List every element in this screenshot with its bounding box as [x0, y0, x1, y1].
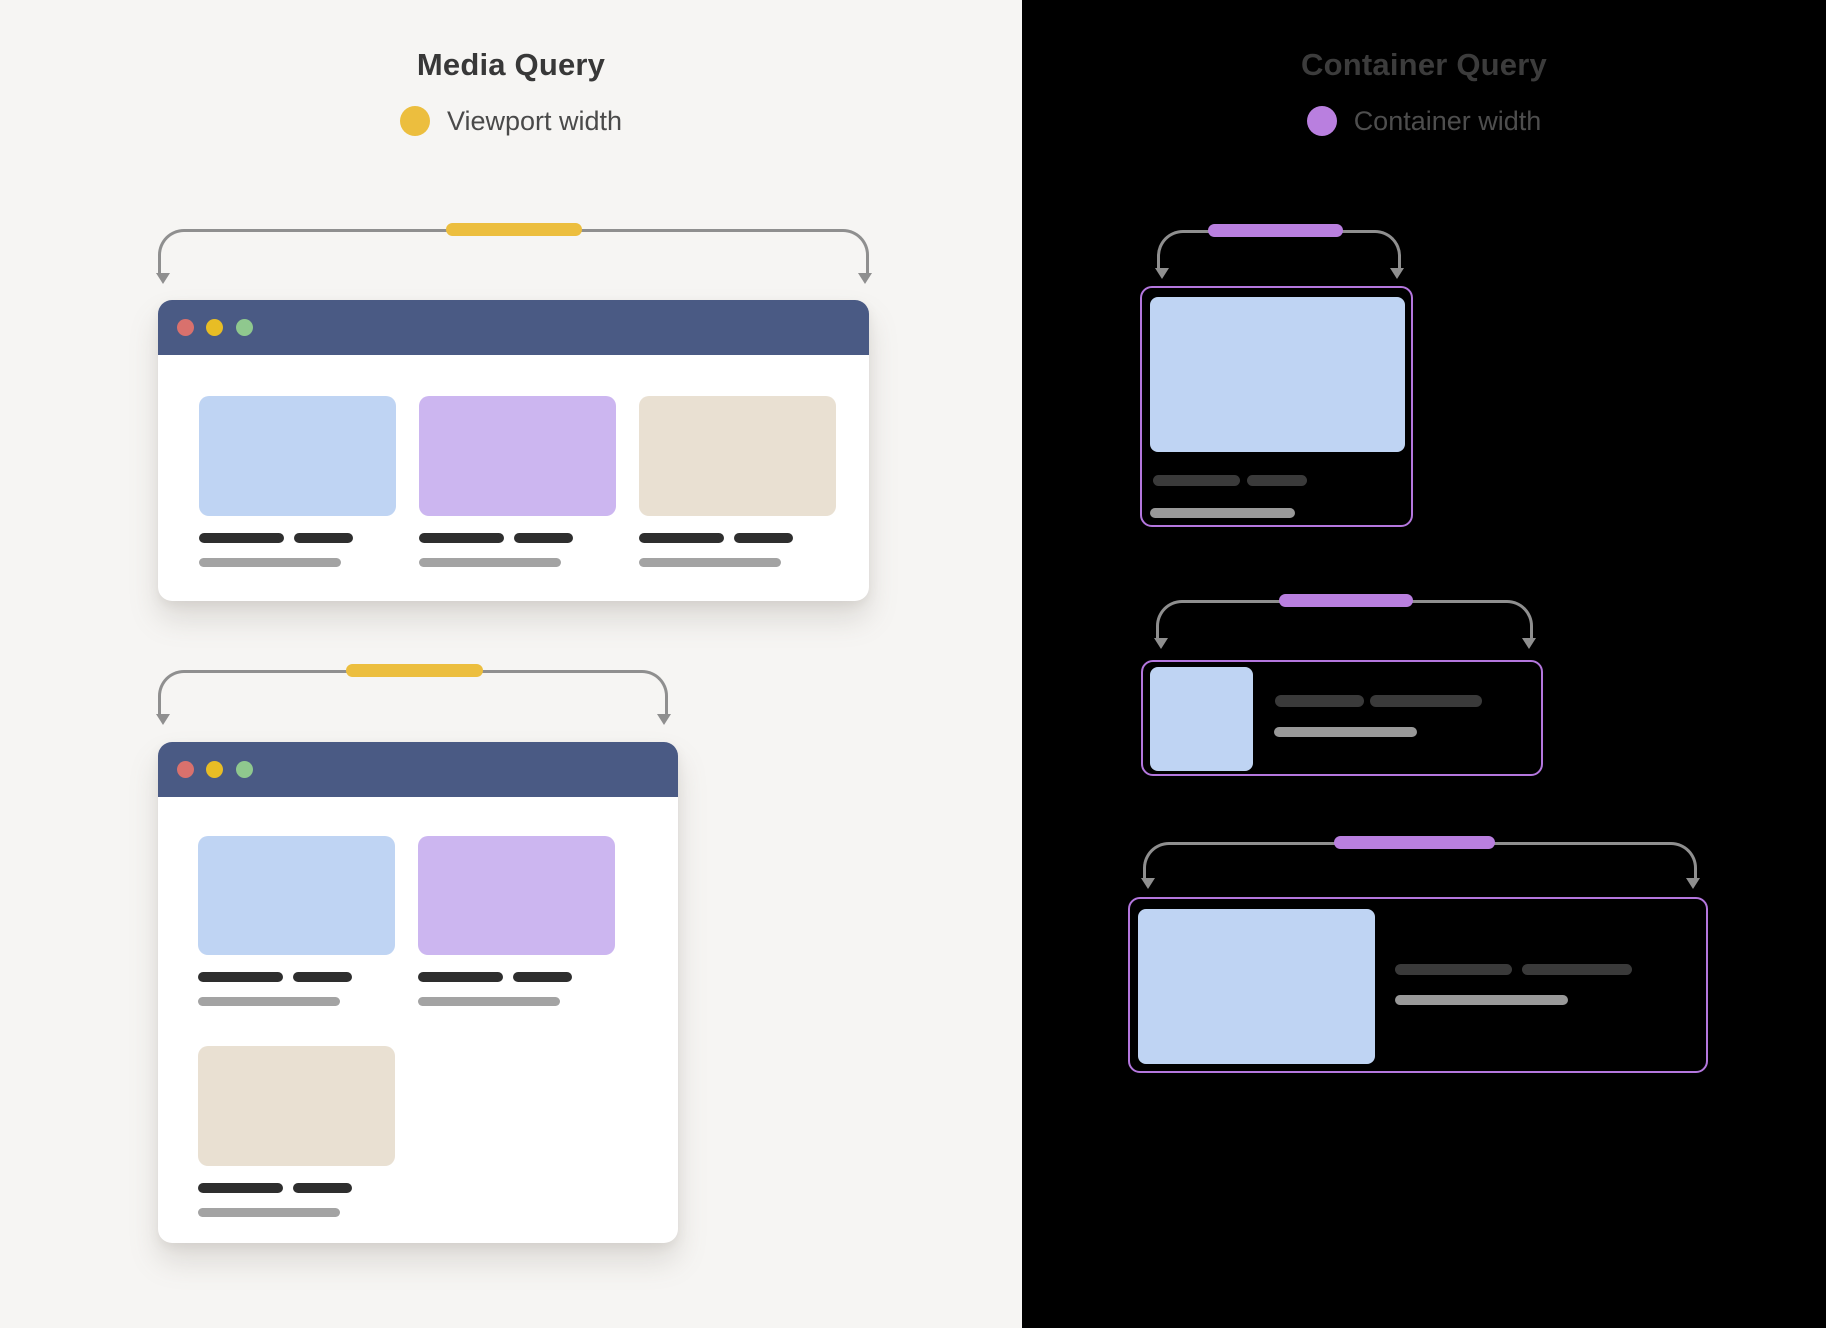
card-image-placeholder — [199, 396, 396, 516]
card-image-placeholder — [1150, 667, 1253, 771]
red-dot-icon — [177, 761, 194, 778]
browser-window-wide — [158, 300, 869, 601]
card-title-lines — [198, 972, 395, 982]
text-line-gray — [1395, 995, 1568, 1005]
card-blue — [198, 836, 395, 1006]
card-title-lines — [199, 533, 396, 543]
down-arrow-icon — [1154, 268, 1169, 279]
red-dot-icon — [177, 319, 194, 336]
viewport-width-legend-label: Viewport width — [446, 106, 623, 136]
text-line — [293, 972, 352, 982]
container-width-legend: Container width — [1306, 106, 1542, 136]
text-line-gray — [419, 558, 561, 567]
text-line-gray — [199, 558, 341, 567]
browser-titlebar — [158, 742, 678, 797]
yellow-dot-icon — [206, 761, 223, 778]
green-dot-icon — [236, 761, 253, 778]
text-line — [198, 972, 283, 982]
card-image-placeholder — [639, 396, 836, 516]
purple-circle-icon — [1306, 106, 1337, 136]
container-query-title: Container Query — [1301, 47, 1547, 82]
container-card-small — [1140, 286, 1413, 527]
browser-content — [158, 355, 869, 601]
container-query-header: Container Query Container width — [1022, 48, 1826, 136]
card-image-placeholder — [198, 1046, 395, 1166]
card-image-placeholder — [419, 396, 616, 516]
text-line — [294, 533, 353, 543]
text-line — [199, 533, 284, 543]
card-title-lines — [198, 1183, 395, 1193]
text-line — [1395, 964, 1512, 975]
down-arrow-icon — [656, 714, 671, 725]
text-line — [639, 533, 724, 543]
viewport-width-legend: Viewport width — [399, 106, 623, 136]
down-arrow-icon — [1140, 878, 1155, 889]
card-row — [198, 1046, 395, 1217]
down-arrow-icon — [1521, 638, 1536, 649]
text-line — [514, 533, 573, 543]
media-query-header: Media Query Viewport width — [0, 48, 1022, 136]
browser-titlebar — [158, 300, 869, 355]
card-image-placeholder — [418, 836, 615, 955]
text-line — [418, 972, 503, 982]
down-arrow-icon — [155, 273, 170, 284]
text-line-gray — [639, 558, 781, 567]
container-card-medium — [1141, 660, 1543, 776]
text-line — [1522, 964, 1632, 975]
container-card-large — [1128, 897, 1708, 1073]
text-line — [198, 1183, 283, 1193]
container-width-legend-label: Container width — [1353, 106, 1542, 136]
card-title-lines — [418, 972, 615, 982]
down-arrow-icon — [1685, 878, 1700, 889]
container-width-pill-2 — [1279, 594, 1413, 607]
text-line — [293, 1183, 352, 1193]
text-line-gray — [198, 997, 340, 1006]
down-arrow-icon — [155, 714, 170, 725]
card-row — [199, 396, 836, 567]
card-title-lines — [639, 533, 836, 543]
text-line — [1370, 695, 1482, 707]
card-beige — [639, 396, 836, 567]
text-line-gray — [1150, 508, 1295, 518]
card-image-placeholder — [1150, 297, 1405, 452]
container-width-pill-1 — [1208, 224, 1343, 237]
card-image-placeholder — [198, 836, 395, 955]
viewport-width-pill-1 — [446, 223, 582, 236]
down-arrow-icon — [1153, 638, 1168, 649]
text-line-gray — [198, 1208, 340, 1217]
yellow-dot-icon — [206, 319, 223, 336]
card-purple — [419, 396, 616, 567]
card-beige — [198, 1046, 395, 1217]
down-arrow-icon — [857, 273, 872, 284]
card-purple — [418, 836, 615, 1006]
media-query-title: Media Query — [416, 47, 606, 82]
down-arrow-icon — [1389, 268, 1404, 279]
green-dot-icon — [236, 319, 253, 336]
card-image-placeholder — [1138, 909, 1375, 1064]
card-blue — [199, 396, 396, 567]
text-line — [1153, 475, 1240, 486]
browser-window-narrow — [158, 742, 678, 1243]
text-line-gray — [1274, 727, 1417, 737]
text-line — [1247, 475, 1307, 486]
text-line — [513, 972, 572, 982]
yellow-circle-icon — [399, 106, 430, 136]
card-title-lines — [419, 533, 616, 543]
text-line-gray — [418, 997, 560, 1006]
text-line — [419, 533, 504, 543]
text-line — [1275, 695, 1364, 707]
card-row — [198, 836, 615, 1006]
text-line — [734, 533, 793, 543]
container-width-pill-3 — [1334, 836, 1495, 849]
browser-content — [158, 797, 678, 1243]
viewport-width-pill-2 — [346, 664, 483, 677]
